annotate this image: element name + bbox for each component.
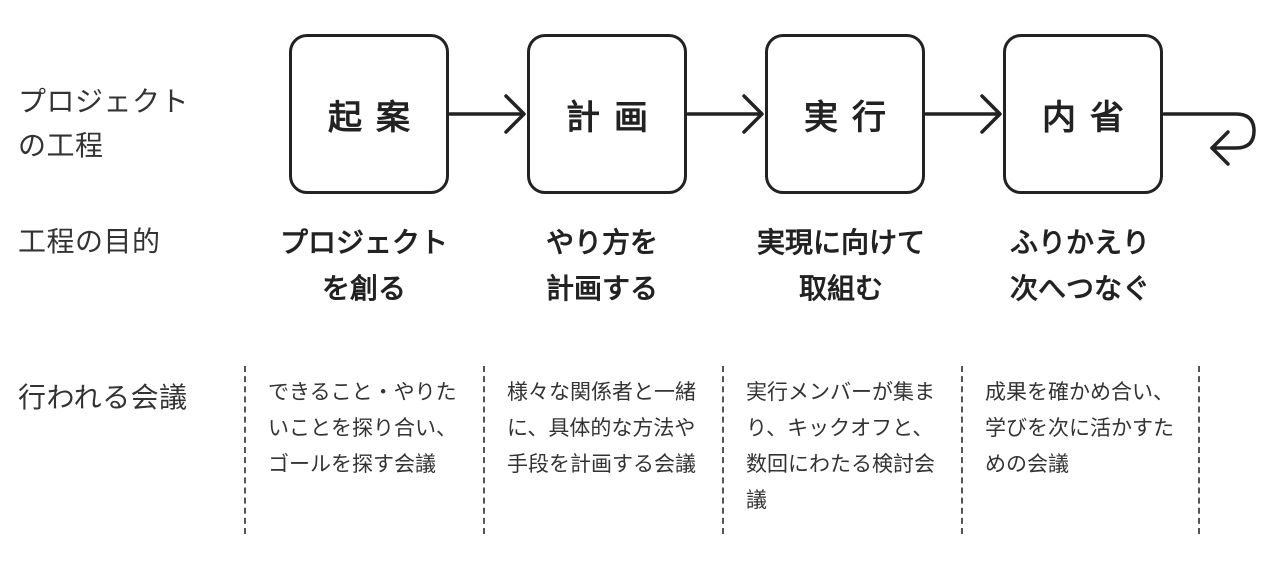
purpose-jikko-line-1: 実現に向けて — [756, 226, 925, 259]
meeting-column-naisei: 成果を確かめ合い、学びを次に活かすための会議 — [961, 366, 1200, 534]
purpose-kian-line-1: プロジェクト — [279, 226, 448, 259]
meetings-row-label: 行われる会議 — [18, 381, 188, 414]
arrow-1-head — [504, 94, 526, 134]
purpose-keikaku-line-2: 計画する — [545, 272, 658, 305]
process-label-line-2: の工程 — [18, 129, 104, 162]
arrow-3-head — [980, 94, 1002, 134]
arrow-2-head — [742, 94, 764, 134]
purpose-naisei-line-2: 次へつなぐ — [1009, 272, 1150, 305]
purpose-keikaku-line-1: やり方を — [545, 226, 658, 259]
stage-box-naisei: 内省 — [1003, 34, 1163, 194]
stage-box-kian: 起案 — [289, 34, 449, 194]
purpose-row-label: 工程の目的 — [18, 225, 161, 258]
process-row-label: プロジェクト の工程 — [18, 80, 189, 168]
stage-box-jikko: 実行 — [765, 34, 925, 194]
purpose-naisei: ふりかえり 次へつなぐ — [970, 220, 1190, 312]
process-label-line-1: プロジェクト — [18, 85, 190, 118]
purpose-kian: プロジェクト を創る — [254, 220, 474, 312]
purpose-naisei-line-1: ふりかえり — [1009, 226, 1150, 259]
meeting-text-naisei: 成果を確かめ合い、学びを次に活かすための会議 — [985, 380, 1174, 476]
purpose-jikko: 実現に向けて 取組む — [731, 220, 951, 312]
meeting-text-kian: できること・やりたいことを探り合い、ゴールを探す会議 — [268, 380, 457, 476]
meeting-column-keikaku: 様々な関係者と一緒に、具体的な方法や手段を計画する会議 — [483, 366, 722, 534]
purpose-kian-line-2: を創る — [321, 272, 406, 305]
meeting-text-jikko: 実行メンバーが集まり、キックオフと、数回にわたる検討会議 — [746, 380, 935, 512]
loop-back-arrow — [1162, 112, 1256, 150]
loop-back-arrow-head — [1210, 130, 1230, 166]
meeting-column-kian: できること・やりたいことを探り合い、ゴールを探す会議 — [244, 366, 483, 534]
stage-box-keikaku: 計画 — [527, 34, 687, 194]
meeting-column-jikko: 実行メンバーが集まり、キックオフと、数回にわたる検討会議 — [722, 366, 961, 534]
meeting-text-keikaku: 様々な関係者と一緒に、具体的な方法や手段を計画する会議 — [507, 380, 696, 476]
purpose-keikaku: やり方を 計画する — [492, 220, 712, 312]
purpose-jikko-line-2: 取組む — [798, 272, 883, 305]
